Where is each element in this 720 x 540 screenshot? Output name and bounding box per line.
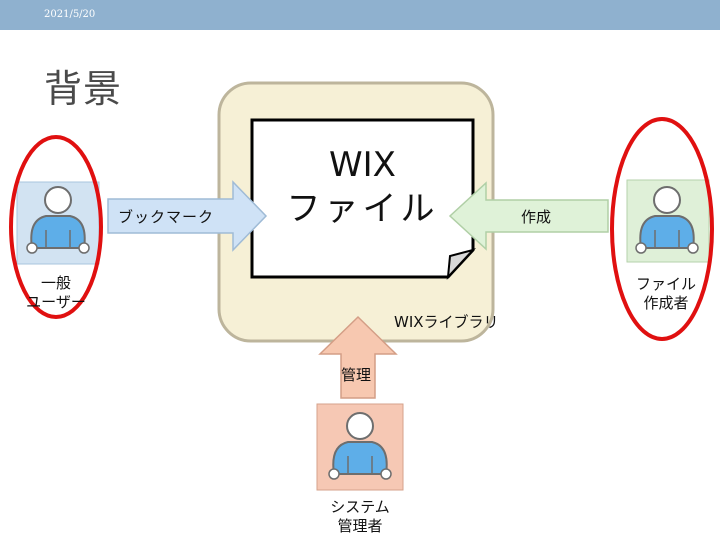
wix-library-label: WIXライブラリ [394,313,499,331]
create-arrow [448,181,609,251]
header-bar [0,0,720,30]
bookmark-arrow [107,180,268,252]
system-admin-label-line1: システム [330,498,390,516]
slide-date: 2021/5/20 [44,9,96,20]
general-user-highlight [9,135,103,319]
system-admin-label-line2: 管理者 [337,517,383,535]
slide-title: 背景 [44,67,123,111]
file-creator-label-line1: ファイル [635,275,696,293]
wix-file-title: WIX [329,145,396,185]
wix-file-fold [446,248,477,280]
create-label: 作成 [521,208,552,226]
file-creator-label-line2: 作成者 [643,294,689,312]
manage-label: 管理 [341,366,372,384]
general-user-label-line1: 一般 [40,274,71,292]
file-creator-highlight [610,117,714,341]
manage-arrow [318,315,398,399]
bookmark-label: ブックマーク [118,208,215,226]
wix-file-subtitle: ファイル [286,189,439,229]
general-user-label-line2: ユーザー [26,293,86,311]
